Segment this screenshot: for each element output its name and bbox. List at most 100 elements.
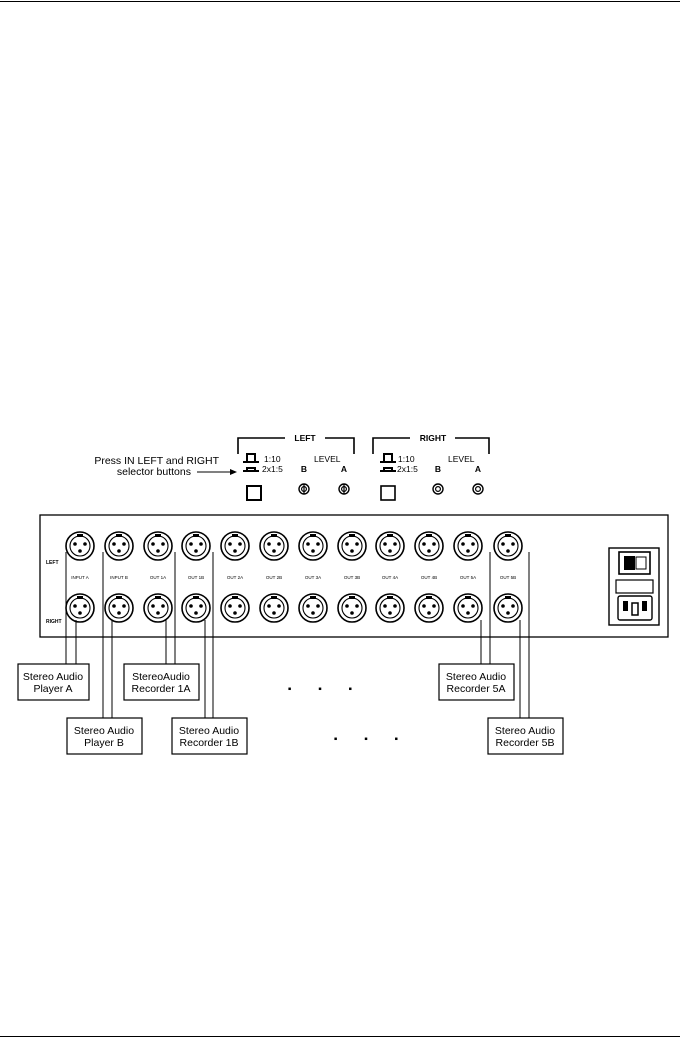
right-row-connectors [65,593,523,623]
xlr-connector-icon[interactable] [493,593,523,623]
device-player-a-line2: Player A [33,683,72,695]
right-selector-button[interactable] [380,485,396,501]
top-rule [0,1,680,2]
device-recorder-5b-line2: Recorder 5B [496,737,555,749]
connector-label: INPUT A [71,575,88,580]
inlet-pin-icon [631,602,639,616]
right-level-b-trimmer-icon[interactable] [432,483,444,495]
device-recorder-1a-line2: Recorder 1A [132,683,191,695]
row-label-left: LEFT [46,560,59,566]
left-section-bracket [237,437,355,454]
device-recorder-5a: Stereo Audio Recorder 5A [438,663,515,701]
xlr-connector-icon[interactable] [375,593,405,623]
xlr-connector-icon[interactable] [453,531,483,561]
left-button-up-icon [243,453,259,463]
inlet-pin-icon [623,601,628,611]
inlet-pin-icon [642,601,647,611]
rear-panel: LEFT RIGHT INPUT A INPUT B OUT 1A OUT 1B… [39,514,669,638]
xlr-connector-icon[interactable] [259,531,289,561]
connector-label: OUT 3B [344,575,360,580]
bottom-rule [0,1036,680,1037]
left-1-10-label: 1:10 [264,454,281,464]
connector-label: OUT 4B [421,575,437,580]
annotation-line-2: selector buttons [117,466,191,478]
control-panel: LEFT RIGHT Press IN LEFT and RIGHT selec… [94,433,490,501]
device-player-a-line1: Stereo Audio [23,671,83,683]
device-recorder-1b-line2: Recorder 1B [180,737,239,749]
device-recorder-5b-line1: Stereo Audio [495,725,555,737]
xlr-connector-icon[interactable] [414,531,444,561]
xlr-connector-icon[interactable] [298,593,328,623]
connector-label: OUT 5A [460,575,476,580]
connector-label: INPUT B [110,575,128,580]
right-1-10-label: 1:10 [398,454,415,464]
device-recorder-5a-line1: Stereo Audio [446,671,506,683]
device-recorder-5a-line2: Recorder 5A [447,683,506,695]
connector-label: OUT 4A [382,575,398,580]
right-button-down-icon [380,467,396,472]
left-level-b-trimmer-icon[interactable] [298,483,310,495]
xlr-connector-icon[interactable] [181,531,211,561]
row-label-right: RIGHT [46,619,62,625]
device-recorder-5b: Stereo Audio Recorder 5B [487,717,564,755]
left-row-connectors [65,531,523,561]
xlr-connector-icon[interactable] [493,531,523,561]
connector-label: OUT 3A [305,575,321,580]
device-recorder-1b: Stereo Audio Recorder 1B [171,717,248,755]
xlr-connector-icon[interactable] [104,593,134,623]
right-a-label: A [475,464,481,474]
ellipsis-marks-lower: ▪ ▪ ▪ [334,734,410,745]
xlr-connector-icon[interactable] [65,531,95,561]
right-b-label: B [435,464,441,474]
connector-label: OUT 5B [500,575,516,580]
device-player-b: Stereo Audio Player B [66,717,143,755]
left-button-down-icon [243,467,259,472]
left-2x1-5-label: 2x1:5 [262,464,283,474]
right-level-a-trimmer-icon[interactable] [472,483,484,495]
left-level-a-trimmer-icon[interactable] [338,483,350,495]
device-player-a: Stereo Audio Player A [17,663,90,701]
annotation-line-1: Press IN LEFT and RIGHT [94,455,219,467]
xlr-connector-icon[interactable] [375,531,405,561]
connector-label: OUT 2A [227,575,243,580]
connector-label: OUT 1B [188,575,204,580]
xlr-connector-icon[interactable] [337,593,367,623]
xlr-connector-icon[interactable] [220,593,250,623]
xlr-connector-icon[interactable] [181,593,211,623]
left-level-label: LEVEL [314,454,341,464]
power-switch-lens [635,556,647,570]
connector-label: OUT 2B [266,575,282,580]
xlr-connector-icon[interactable] [414,593,444,623]
left-selector-button[interactable] [246,485,262,501]
power-module [608,547,660,626]
right-section-bracket [372,437,490,454]
ellipsis-marks-upper: ▪ ▪ ▪ [288,684,364,695]
fuse-holder [615,579,654,594]
right-level-label: LEVEL [448,454,475,464]
device-recorder-1a: StereoAudio Recorder 1A [123,663,200,701]
xlr-connector-icon[interactable] [298,531,328,561]
right-2x1-5-label: 2x1:5 [397,464,418,474]
left-section-title: LEFT [294,433,316,443]
left-b-label: B [301,464,307,474]
device-recorder-1b-line1: Stereo Audio [179,725,239,737]
xlr-connector-icon[interactable] [453,593,483,623]
connector-labels: INPUT A INPUT B OUT 1A OUT 1B OUT 2A OUT… [71,575,516,580]
xlr-connector-icon[interactable] [337,531,367,561]
xlr-connector-icon[interactable] [65,593,95,623]
device-recorder-1a-line1: StereoAudio [132,671,190,683]
device-player-b-line1: Stereo Audio [74,725,134,737]
xlr-connector-icon[interactable] [259,593,289,623]
xlr-connector-icon[interactable] [143,593,173,623]
xlr-connector-icon[interactable] [143,531,173,561]
power-switch-rocker-icon [624,556,635,570]
connector-label: OUT 1A [150,575,166,580]
right-button-up-icon [380,453,396,463]
xlr-connector-icon[interactable] [104,531,134,561]
xlr-connector-icon[interactable] [220,531,250,561]
device-player-b-line2: Player B [84,737,124,749]
cables [65,552,530,718]
left-a-label: A [341,464,347,474]
annotation-arrowhead [230,469,237,475]
